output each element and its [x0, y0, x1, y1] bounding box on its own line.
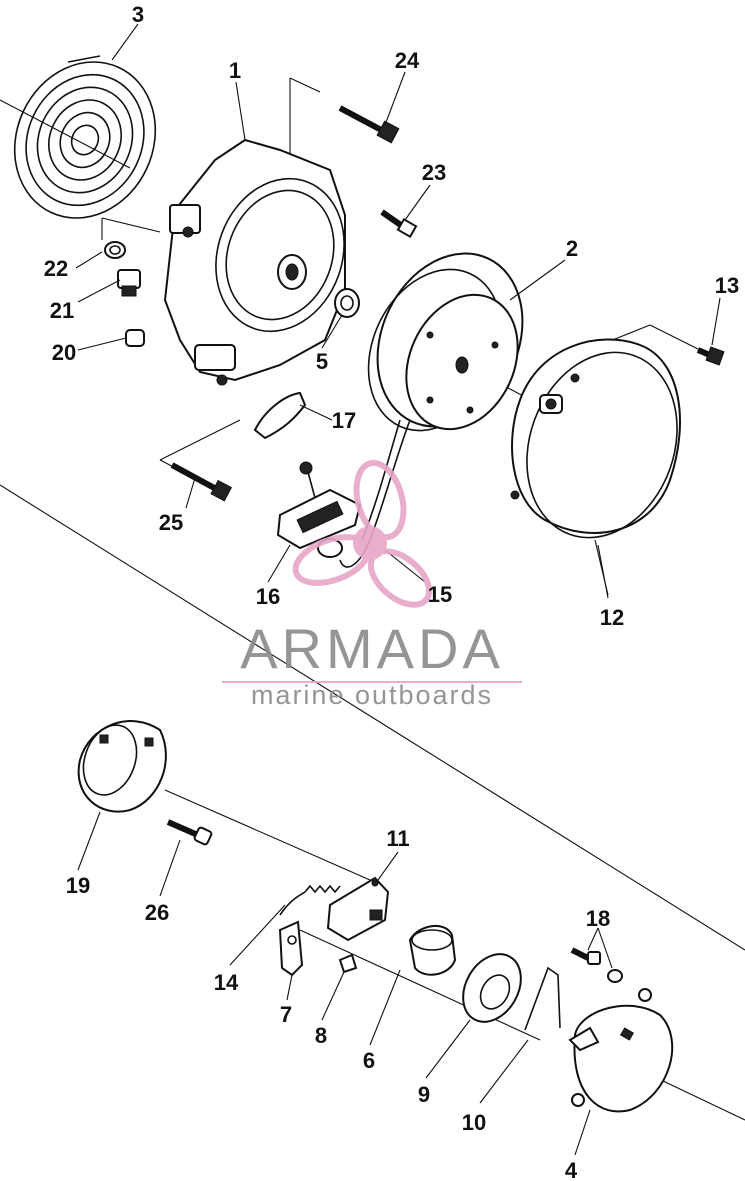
label-part-19: 19 [66, 873, 90, 898]
pawl-assembly-11 [326, 876, 390, 942]
label-part-11: 11 [386, 826, 409, 851]
label-part-23: 23 [422, 160, 446, 185]
part-number-labels: 3 1 24 23 2 13 22 21 20 5 17 25 16 15 12… [44, 2, 739, 1181]
label-part-10: 10 [462, 1110, 486, 1135]
label-part-16: 16 [256, 584, 280, 609]
rope-pulley [339, 252, 524, 568]
label-part-26: 26 [145, 900, 169, 925]
screw-washer-18 [570, 947, 623, 983]
label-part-14: 14 [214, 970, 239, 995]
bolt-24 [338, 105, 400, 144]
label-part-17: 17 [332, 408, 356, 433]
friction-plate-9 [462, 953, 522, 1023]
label-part-18: 18 [586, 906, 610, 931]
label-part-5: 5 [316, 349, 328, 374]
armada-logo-watermark: ARMADA marine outboards [222, 459, 522, 710]
plate-4 [568, 988, 674, 1113]
retainer-cup-19 [77, 720, 167, 813]
label-part-7: 7 [280, 1002, 292, 1027]
starter-housing [163, 138, 346, 386]
screw-13 [696, 346, 725, 366]
spring-14 [279, 884, 341, 916]
label-part-22: 22 [44, 256, 68, 281]
recoil-spring [13, 55, 157, 219]
small-washer-22 [104, 241, 126, 259]
seal-5 [334, 288, 360, 318]
leader-lines [75, 23, 721, 1156]
bolt-25 [170, 462, 233, 502]
label-part-15: 15 [428, 582, 452, 607]
label-part-20: 20 [52, 340, 76, 365]
label-part-3: 3 [132, 2, 144, 27]
bushing-6 [408, 925, 457, 976]
pawl-7 [278, 920, 304, 977]
handle-insert-17 [253, 391, 307, 440]
pin-23 [380, 209, 418, 239]
fitting-21 [117, 269, 141, 297]
clip-8 [338, 953, 358, 974]
starter-cover [510, 338, 681, 539]
label-part-9: 9 [418, 1082, 430, 1107]
starter-handle-16 [276, 461, 362, 558]
screw-26 [166, 819, 213, 846]
label-part-24: 24 [395, 48, 420, 73]
label-part-2: 2 [566, 236, 578, 261]
label-part-21: 21 [50, 298, 74, 323]
label-part-13: 13 [715, 273, 739, 298]
plug-20 [125, 329, 145, 347]
propeller-logo [292, 459, 433, 608]
label-part-25: 25 [159, 510, 183, 535]
brand-subtitle: marine outboards [251, 680, 493, 710]
label-part-8: 8 [315, 1023, 327, 1048]
label-part-6: 6 [363, 1048, 375, 1073]
brand-title: ARMADA [240, 617, 504, 680]
label-part-12: 12 [600, 605, 624, 630]
label-part-4: 4 [565, 1158, 578, 1181]
label-part-1: 1 [229, 58, 241, 83]
wire-spring-10 [524, 966, 561, 1031]
assembly-axis-lines [0, 77, 745, 1121]
